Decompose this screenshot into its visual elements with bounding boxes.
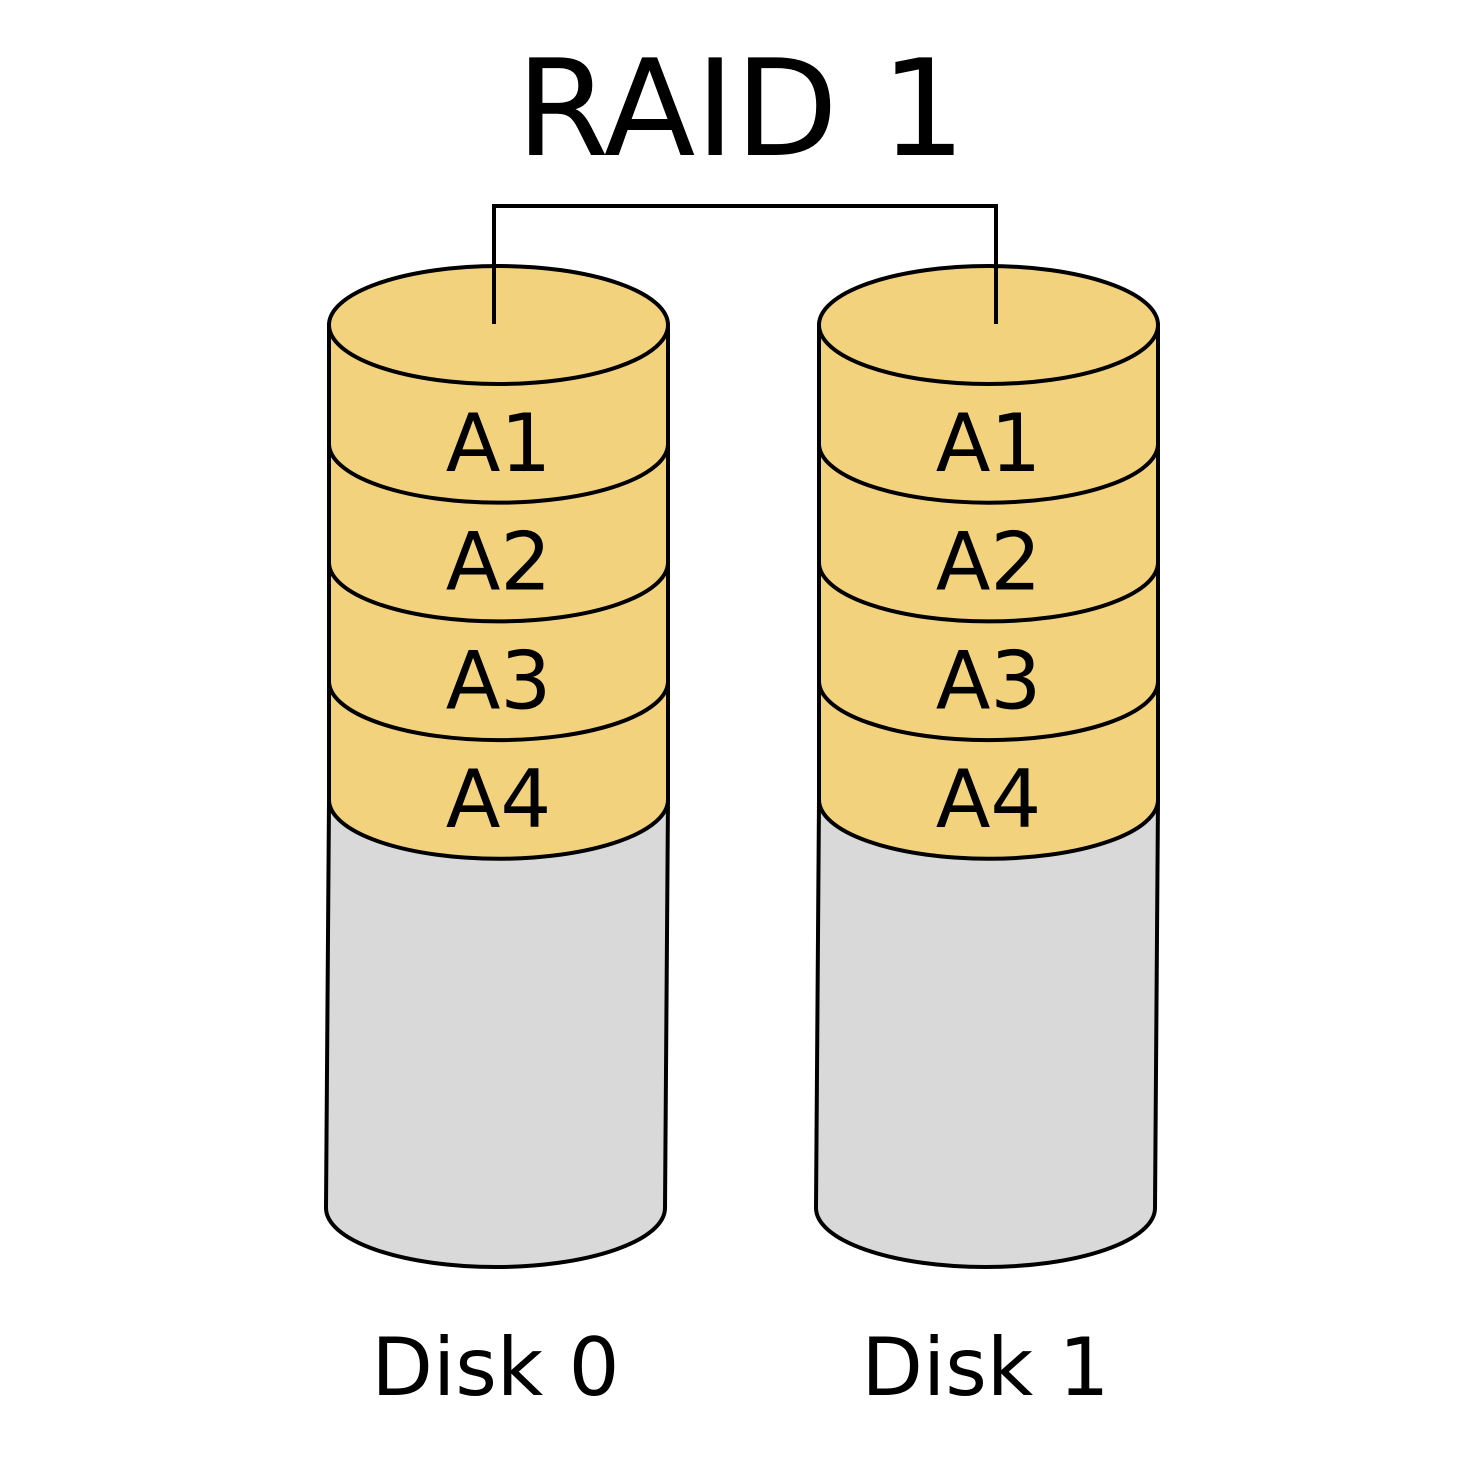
block-label: A4 [936, 753, 1042, 846]
disk-label: Disk 0 [371, 1321, 619, 1414]
block-divider [327, 562, 670, 624]
block-label: A1 [936, 397, 1042, 490]
block-label: A3 [936, 634, 1042, 727]
data-blocks-body [817, 323, 1160, 861]
block-divider [817, 562, 1160, 624]
block-label: A4 [446, 753, 552, 846]
data-blocks-body [327, 323, 670, 861]
empty-space [323, 797, 671, 1269]
mirror-connector [492, 204, 998, 324]
block-label: A3 [446, 634, 552, 727]
block-label: A1 [446, 397, 552, 490]
diagram-title: RAID 1 [516, 31, 966, 187]
block-divider [817, 681, 1160, 743]
block-label: A2 [936, 516, 1042, 609]
disk-top [817, 264, 1160, 386]
disk-label: Disk 1 [861, 1321, 1109, 1414]
block-divider [327, 681, 670, 743]
block-divider [817, 443, 1160, 505]
block-label: A2 [446, 516, 552, 609]
empty-space [813, 797, 1161, 1269]
block-divider [327, 443, 670, 505]
disk-top [327, 264, 670, 386]
